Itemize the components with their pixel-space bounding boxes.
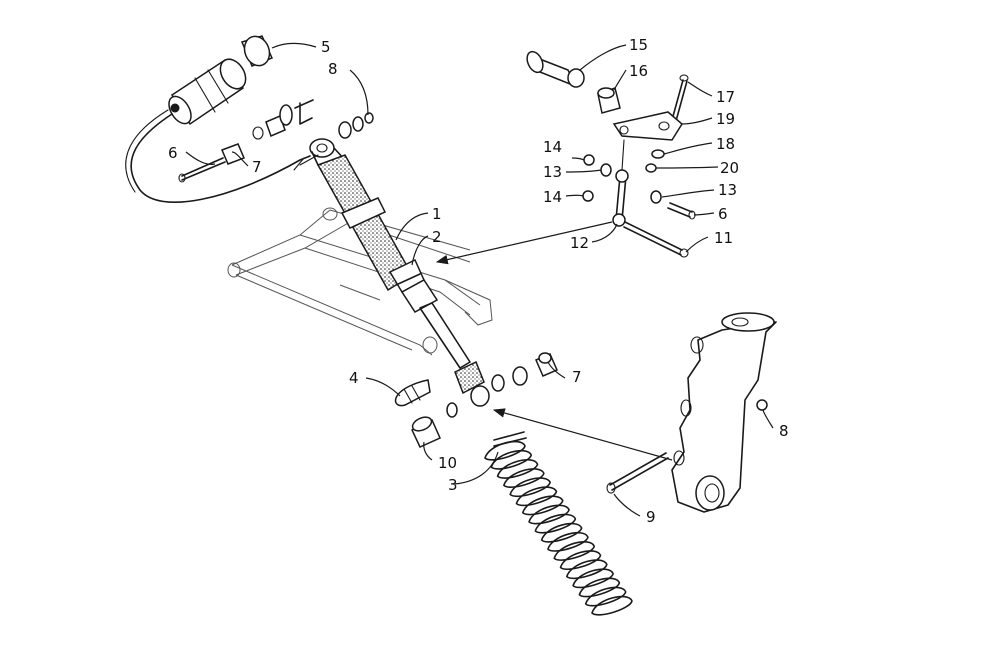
callout-20: 20 <box>720 159 739 177</box>
callout-18: 18 <box>716 135 735 153</box>
shock-absorber <box>309 138 485 395</box>
callout-7-upper: 7 <box>252 158 262 176</box>
reservoir <box>125 35 319 203</box>
callout-10: 10 <box>438 454 457 472</box>
callout-16: 16 <box>629 62 648 80</box>
callout-15: 15 <box>629 36 648 54</box>
callout-12: 12 <box>570 234 589 252</box>
callout-1: 1 <box>432 205 442 223</box>
callout-14-upper: 14 <box>543 138 562 156</box>
callout-3: 3 <box>448 476 458 494</box>
callout-5: 5 <box>321 38 331 56</box>
callout-6-linkage: 6 <box>718 205 728 223</box>
callout-6-upper: 6 <box>168 144 178 162</box>
callout-17: 17 <box>716 88 735 106</box>
sway-bar-linkage <box>526 50 696 258</box>
lower-hardware <box>394 352 558 448</box>
callout-8-upper: 8 <box>328 60 338 78</box>
coil-spring <box>484 440 633 616</box>
callout-labels: 1 2 3 4 5 6 6 7 7 8 8 9 10 11 12 13 13 1… <box>168 36 789 526</box>
callout-11: 11 <box>714 229 733 247</box>
callout-13-left: 13 <box>543 163 562 181</box>
upper-hardware <box>178 99 374 183</box>
assembly-arrow-spindle <box>492 408 673 461</box>
callout-14-lower: 14 <box>543 188 562 206</box>
leader-lines <box>185 42 774 517</box>
spring-seat <box>470 385 527 447</box>
callout-2: 2 <box>432 228 442 246</box>
spring-coil <box>591 595 633 616</box>
callout-7-lower: 7 <box>572 368 582 386</box>
callout-9: 9 <box>646 508 656 526</box>
a-arm <box>227 207 493 356</box>
assembly-arrow-linkage <box>435 221 613 265</box>
callout-19: 19 <box>716 110 735 128</box>
callout-4: 4 <box>349 369 359 387</box>
callout-13-right: 13 <box>718 181 737 199</box>
callout-8-spindle: 8 <box>779 422 789 440</box>
spindle <box>606 312 777 513</box>
